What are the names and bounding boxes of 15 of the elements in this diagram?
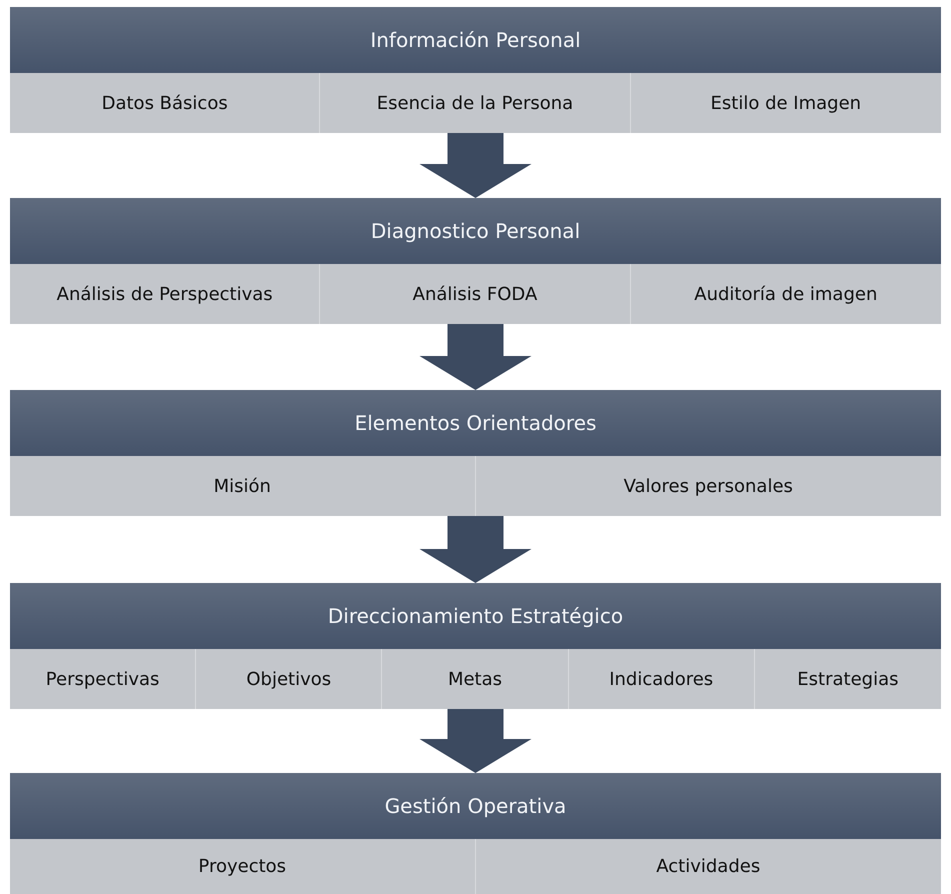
down-arrow xyxy=(420,709,532,773)
section-band xyxy=(10,198,941,324)
section-header: Elementos Orientadores xyxy=(10,390,941,456)
section-band xyxy=(10,773,941,894)
section-band xyxy=(10,390,941,516)
section-header: Información Personal xyxy=(10,7,941,73)
section-band xyxy=(10,583,941,709)
down-arrow xyxy=(420,516,532,583)
section-band xyxy=(10,7,941,133)
down-arrow xyxy=(420,324,532,390)
section-header: Diagnostico Personal xyxy=(10,198,941,264)
down-arrow xyxy=(420,133,532,198)
section-header: Direccionamiento Estratégico xyxy=(10,583,941,649)
subsection-cell: Indicadores xyxy=(568,649,755,709)
section-header: Gestión Operativa xyxy=(10,773,941,839)
